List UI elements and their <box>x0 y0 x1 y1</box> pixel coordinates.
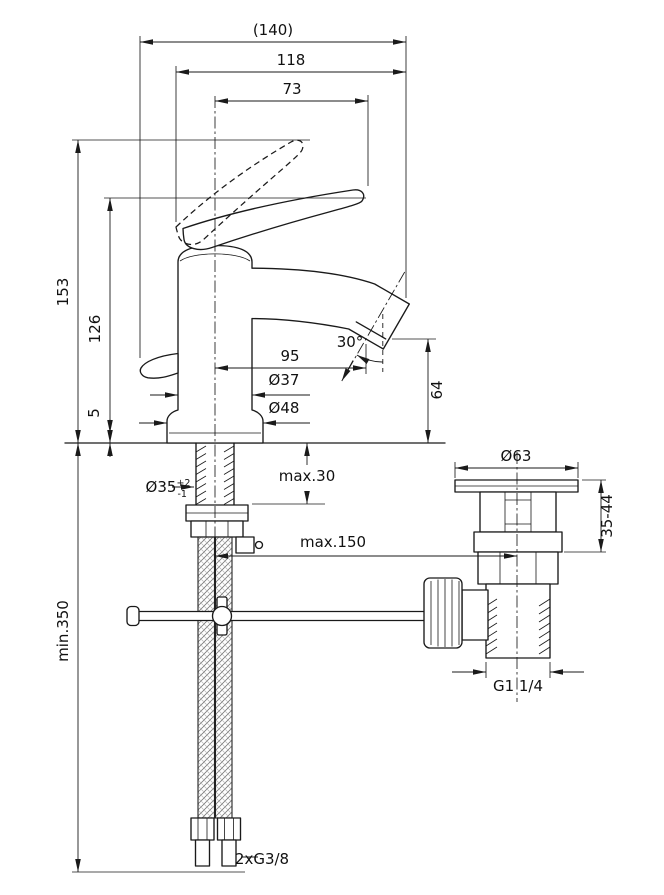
dim-5-label: 5 <box>85 408 103 418</box>
knurled-adjuster-wheel <box>423 577 463 649</box>
dim-48-label: Ø48 <box>269 399 300 417</box>
rod-clamp <box>235 536 255 554</box>
tailpipe-thread-hatch <box>485 598 498 655</box>
dim-g38-label: 2xG3/8 <box>235 850 289 868</box>
dim-126-label: 126 <box>86 315 104 344</box>
hose-fitting-nut <box>190 817 215 841</box>
fitting-facets <box>197 818 208 840</box>
dim-37-label: Ø37 <box>269 371 300 389</box>
handle-lever-dashed <box>175 139 304 246</box>
dim-95-label: 95 <box>280 347 299 365</box>
hose-fitting-nut <box>216 817 242 841</box>
waste-body-band <box>473 531 563 553</box>
clamp-screw <box>254 540 264 550</box>
mounting-nut <box>190 520 244 538</box>
pop-up-rod <box>132 610 434 622</box>
geometry-layer <box>64 139 579 867</box>
dim-73-label: 73 <box>282 80 301 98</box>
waste-plug-lines <box>504 492 532 532</box>
supply-hose-right <box>214 536 233 819</box>
dim-35-label: Ø35+2-1 <box>146 478 191 500</box>
angle-arc <box>356 354 383 364</box>
fitting-facets <box>224 818 234 840</box>
rod-bracket <box>461 589 489 641</box>
shaft-thread-hatch <box>195 445 207 505</box>
dim-153-label: 153 <box>54 278 72 307</box>
hose-fitting-thread <box>221 839 237 867</box>
cartridge-cap-seam <box>179 253 251 262</box>
flow-direction-arrow <box>341 360 354 382</box>
dim-118-label: 118 <box>277 51 306 69</box>
waste-neck <box>479 491 557 533</box>
nut-facet-lines <box>205 521 229 537</box>
dim-max150-label: max.150 <box>300 533 366 551</box>
dim-3544-label: 35-44 <box>598 494 616 538</box>
knurl-ridges <box>430 579 460 647</box>
dimension-layer: (140) 118 73 153 126 95 Ø37 Ø48 5 Ø35+2-… <box>54 21 616 873</box>
dim-63-label: Ø63 <box>501 447 532 465</box>
dim-overall-width-label: (140) <box>253 21 293 39</box>
dim-64-label: 64 <box>428 380 446 399</box>
dim-min350-label: min.350 <box>54 600 72 662</box>
waste-coupling-nut <box>477 551 559 585</box>
dim-max30-label: max.30 <box>279 467 336 485</box>
tailpipe-thread-hatch <box>538 598 551 655</box>
supply-hose-left <box>197 536 216 819</box>
handle-lever-solid <box>182 189 365 251</box>
shaft-thread-hatch <box>223 445 235 505</box>
left-control-knob <box>139 352 179 379</box>
hose-fitting-thread <box>194 839 211 867</box>
waste-tailpipe <box>485 583 551 659</box>
dim-g114-label: G1 1/4 <box>493 677 543 695</box>
rod-end-knob <box>126 605 140 627</box>
rod-ball-joint <box>211 605 233 627</box>
dim-angle-label: 30° <box>337 333 364 351</box>
